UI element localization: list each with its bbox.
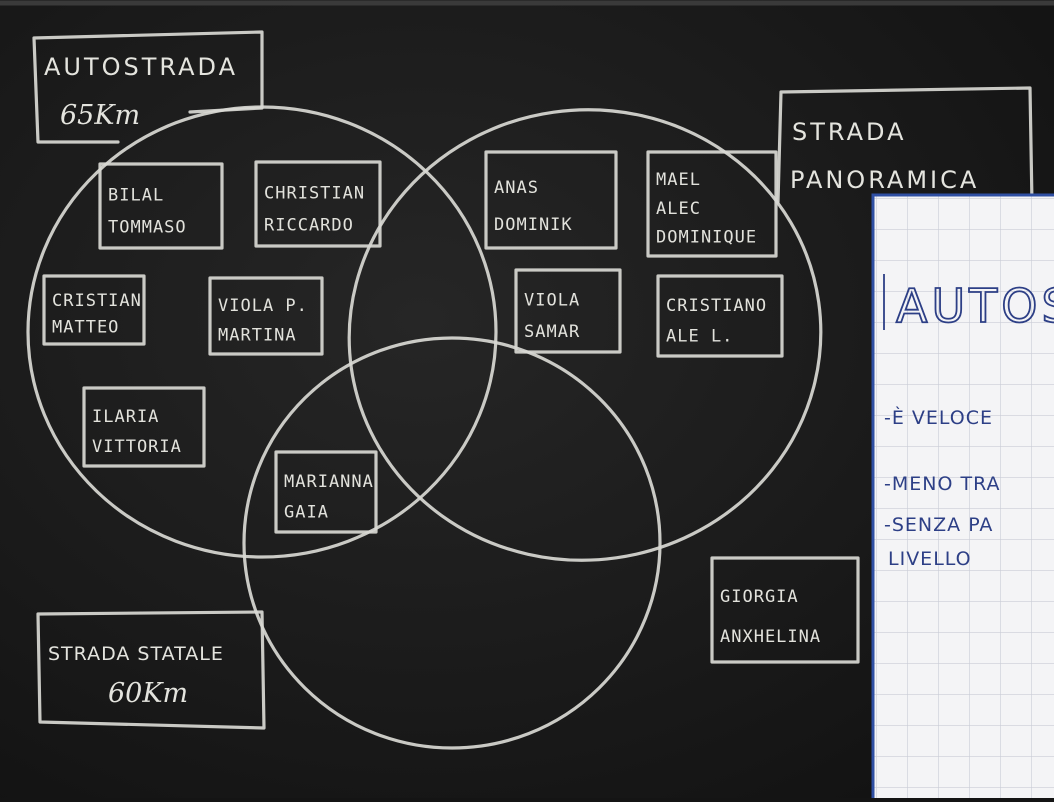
- box-mael-alec-dominique-name-2: ALEC: [656, 199, 701, 219]
- title-autostrada: AUTOSTRADA 65Km: [32, 30, 264, 144]
- box-viola-samar-name-2: SAMAR: [524, 322, 580, 342]
- box-marianna-gaia-name-2: GAIA: [284, 503, 329, 523]
- box-christian-riccardo: CHRISTIAN RICCARDO: [254, 160, 382, 248]
- title-strada-statale: STRADA STATALE 60Km: [36, 610, 266, 730]
- box-anas-dominik: ANAS DOMINIK: [484, 150, 618, 250]
- circle-strada-statale: [242, 336, 662, 750]
- box-ilaria-vittoria-name-1: ILARIA: [92, 407, 159, 427]
- paper-title: AUTOS: [896, 279, 1054, 333]
- box-viola-samar-frame: [514, 268, 622, 354]
- box-cristian-matteo: CRISTIAN MATTEO: [42, 274, 146, 346]
- box-cristian-matteo-name-1: CRISTIAN: [52, 291, 142, 311]
- box-cristian-matteo-frame: [42, 274, 146, 346]
- paper-border: [871, 193, 1054, 802]
- box-marianna-gaia: MARIANNA GAIA: [274, 450, 378, 534]
- paper-line-3: -SENZA PA: [884, 514, 993, 536]
- title-autostrada-label: AUTOSTRADA: [44, 53, 238, 81]
- box-mael-alec-dominique-name-3: DOMINIQUE: [656, 228, 757, 248]
- paper-line-2: -MENO TRA: [884, 473, 1001, 495]
- box-giorgia-anxhelina-name-1: GIORGIA: [720, 587, 799, 607]
- box-bilal-tommaso-frame: [98, 162, 224, 250]
- box-mael-alec-dominique: MAEL ALEC DOMINIQUE: [646, 150, 778, 258]
- name-boxes: BILAL TOMMASO CHRISTIAN RICCARDO CRISTIAN MAT…: [42, 150, 860, 664]
- box-viola-samar: VIOLA SAMAR: [514, 268, 622, 354]
- box-ilaria-vittoria-name-2: VITTORIA: [92, 437, 182, 457]
- box-viola-martina-name-2: MARTINA: [218, 325, 297, 345]
- box-bilal-tommaso-name-2: TOMMASO: [108, 218, 187, 238]
- box-cristiano-ale-name-1: CRISTIANO: [666, 296, 767, 316]
- box-marianna-gaia-name-1: MARIANNA: [284, 472, 374, 492]
- box-mael-alec-dominique-name-1: MAEL: [656, 170, 701, 190]
- box-giorgia-anxhelina-frame: [710, 556, 860, 664]
- box-ilaria-vittoria: ILARIA VITTORIA: [82, 386, 206, 468]
- box-anas-dominik-frame: [484, 150, 618, 250]
- paper-line-1: -È VELOCE: [884, 406, 993, 429]
- notebook-paper: AUTOS -È VELOCE -MENO TRA -SENZA PA LIVE…: [871, 193, 1054, 802]
- box-bilal-tommaso-name-1: BILAL: [108, 185, 164, 205]
- box-cristiano-ale-frame: [656, 274, 784, 358]
- box-cristian-matteo-name-2: MATTEO: [52, 317, 119, 337]
- box-ilaria-vittoria-frame: [82, 386, 206, 468]
- title-panoramica-line1: STRADA: [792, 118, 907, 146]
- circle-strada-panoramica: [347, 108, 823, 562]
- box-giorgia-anxhelina: GIORGIA ANXHELINA: [710, 556, 860, 664]
- box-mael-alec-dominique-frame: [646, 150, 778, 258]
- box-anas-dominik-name-1: ANAS: [494, 178, 539, 198]
- box-cristiano-ale: CRISTIANO ALE L.: [656, 274, 784, 358]
- box-christian-riccardo-name-1: CHRISTIAN: [264, 183, 365, 203]
- box-bilal-tommaso: BILAL TOMMASO: [98, 162, 224, 250]
- box-anas-dominik-name-2: DOMINIK: [494, 215, 573, 235]
- title-panoramica-line2: PANORAMICA: [790, 166, 979, 194]
- paper-grid: [872, 194, 1054, 802]
- title-strada-panoramica: STRADA PANORAMICA: [776, 86, 1034, 206]
- box-marianna-gaia-frame: [274, 450, 378, 534]
- box-viola-martina-frame: [208, 276, 324, 356]
- paper-line-4: LIVELLO: [888, 548, 972, 570]
- box-cristiano-ale-name-2: ALE L.: [666, 327, 733, 347]
- box-viola-martina: VIOLA P. MARTINA: [208, 276, 324, 356]
- title-autostrada-km: 65Km: [60, 100, 140, 131]
- box-christian-riccardo-name-2: RICCARDO: [264, 216, 354, 236]
- box-giorgia-anxhelina-name-2: ANXHELINA: [720, 627, 821, 647]
- title-statale-line1: STRADA STATALE: [48, 643, 224, 665]
- box-viola-martina-name-1: VIOLA P.: [218, 296, 308, 316]
- box-christian-riccardo-frame: [254, 160, 382, 248]
- title-statale-km: 60Km: [108, 678, 188, 709]
- box-viola-samar-name-1: VIOLA: [524, 291, 580, 311]
